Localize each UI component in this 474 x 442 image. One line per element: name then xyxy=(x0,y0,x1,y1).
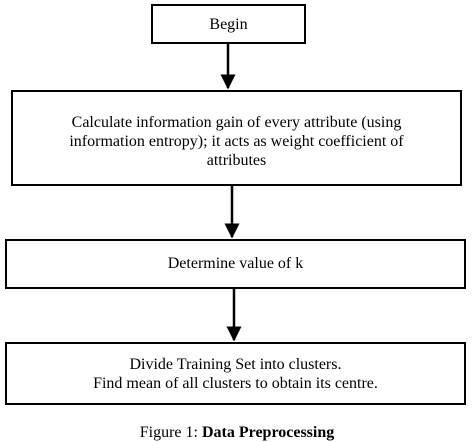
flowchart-arrows xyxy=(220,44,242,342)
begin-node: Begin xyxy=(151,4,306,44)
determine-k-label: Determine value of k xyxy=(167,254,304,272)
clustering-line-2: Find mean of all clusters to obtain its … xyxy=(93,374,378,392)
clustering-line-1: Divide Training Set into clusters. xyxy=(129,355,342,373)
information-gain-line-2: information entropy); it acts as weight … xyxy=(69,132,404,150)
information-gain-line-3: attributes xyxy=(206,151,267,169)
begin-label: Begin xyxy=(209,15,248,33)
information-gain-step: Calculate information gain of every attr… xyxy=(11,90,462,186)
clustering-step: Divide Training Set into clusters. Find … xyxy=(5,342,466,405)
information-gain-text: Calculate information gain of every attr… xyxy=(69,113,403,170)
figure-caption: Figure 1: Data Preprocessing xyxy=(0,424,474,442)
determine-k-step: Determine value of k xyxy=(5,239,466,289)
clustering-text: Divide Training Set into clusters. Find … xyxy=(93,355,378,393)
information-gain-line-1: Calculate information gain of every attr… xyxy=(71,113,402,131)
